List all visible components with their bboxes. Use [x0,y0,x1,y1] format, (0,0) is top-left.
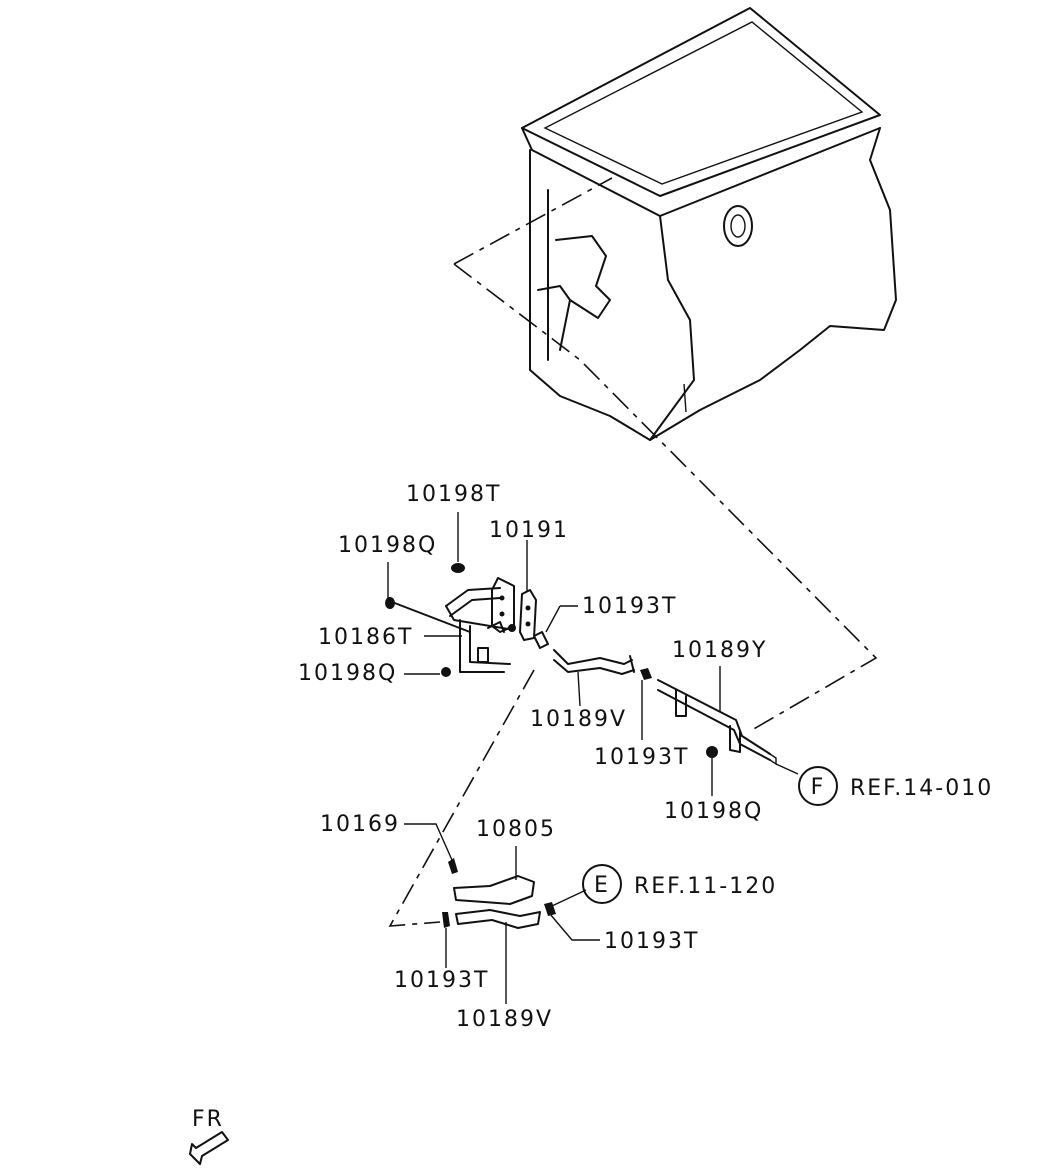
label-10186t: 10186T [318,625,413,650]
ref-e-text: REF.11-120 [634,874,777,899]
label-10193t-low-right: 10193T [604,929,699,954]
lower-hose-assembly [442,858,556,929]
label-10191: 10191 [489,518,569,543]
label-10193t-top: 10193T [582,594,677,619]
label-10198q-top: 10198Q [338,533,437,558]
leader-lines [387,512,799,1004]
label-10189y: 10189Y [672,638,767,663]
ref-f-letter: F [811,775,826,800]
hose-10189v-mid [553,649,635,675]
engine-block [521,7,897,441]
clamp-10193t-mid [640,668,652,680]
label-10193t-low-left: 10193T [394,968,489,993]
label-10805: 10805 [476,817,556,842]
label-10198q-right: 10198Q [664,799,763,824]
label-10198q-mid: 10198Q [298,661,397,686]
group-outline-upper [453,177,878,731]
front-arrow-icon [189,1131,229,1165]
label-10169: 10169 [320,812,400,837]
front-direction-label: FR [192,1107,224,1132]
label-10193t-mid: 10193T [594,745,689,770]
ref-callout-e: E REF.11-120 [582,864,777,904]
ref-callout-f: F REF.14-010 [798,766,993,806]
group-outline-lower [388,669,535,927]
label-10189v-low: 10189V [456,1007,553,1032]
ref-f-text: REF.14-010 [850,776,993,801]
upper-pipe-assembly [385,563,549,677]
front-direction-indicator: FR [189,1107,229,1165]
label-10198t: 10198T [406,482,501,507]
pipe-10189y [657,679,777,766]
label-10189v-mid: 10189V [530,707,627,732]
ref-e-letter: E [594,873,610,898]
part-labels: 10198T 10191 10198Q 10193T 10186T 10189Y… [298,482,767,1032]
